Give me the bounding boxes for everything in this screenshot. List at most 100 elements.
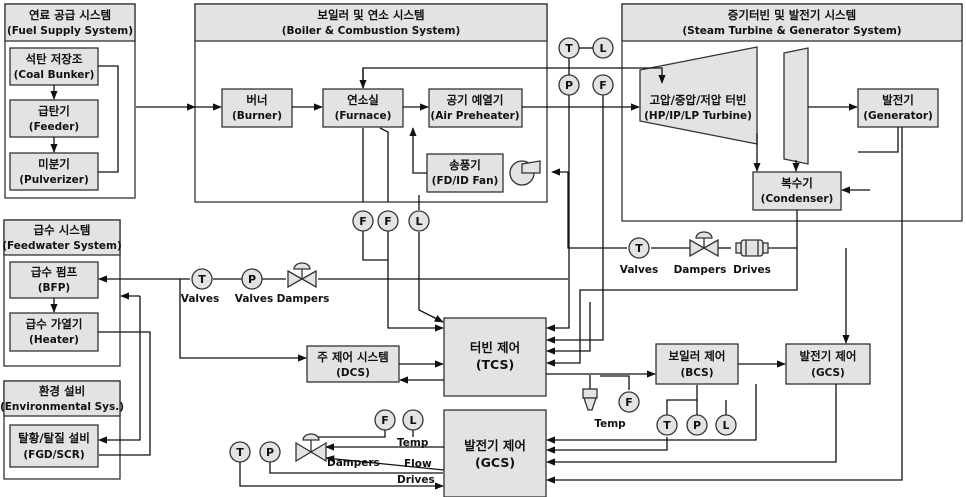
generator-return-line [858, 127, 899, 153]
inst-label-t-right: T [635, 242, 643, 255]
f-temp-line [600, 375, 630, 390]
p-gcs-line [269, 462, 443, 474]
feedwater-title-en: (Feedwater System) [2, 240, 122, 252]
bfp-en: (BFP) [38, 282, 70, 294]
coal-bunker-ko: 석탄 저장조 [26, 52, 83, 66]
instrument-f-boiler-1 [352, 210, 374, 232]
furnace-box [322, 88, 404, 128]
inst-label-t-feed: T [198, 273, 206, 286]
tcs-box [443, 317, 547, 397]
burner-ko: 버너 [246, 93, 267, 107]
inst-label-l-gcs: L [409, 414, 416, 427]
generator-en: (Generator) [863, 110, 933, 122]
bfp-ko: 급수 펌프 [31, 265, 78, 279]
arrow-bus-tcs [546, 302, 591, 355]
tcs-ko: 터빈 제어 [470, 340, 520, 355]
fan-box [426, 153, 504, 193]
f-gcs-line [313, 430, 386, 438]
fuel-system-title-ko: 연료 공급 시스템 [29, 8, 111, 22]
arrow-to-dcs [179, 279, 307, 362]
air-preheater-box [428, 88, 523, 128]
gcs-right-box [785, 343, 871, 385]
arrow-to-fgd [98, 296, 141, 444]
f2-riser [379, 127, 389, 202]
inst-label-f-top: F [599, 79, 607, 92]
turbine-system-title-en: (Steam Turbine & Generator System) [682, 25, 901, 37]
inst-label-p-bcs: P [693, 419, 701, 432]
gcs-main-ko: 발전기 제어 [464, 438, 526, 453]
fuel-return-line [98, 65, 119, 173]
label-valves-feed-2: Valves [235, 293, 273, 305]
label-drives-gcs: Drives [397, 474, 435, 486]
dcs-en: (DCS) [336, 367, 370, 379]
arrow-bcs-inst-gcs [546, 437, 668, 454]
label-valves-right: Valves [620, 264, 658, 276]
arrow-cond-tcs [546, 248, 798, 367]
instrument-f-top [592, 74, 614, 96]
dcs-box [306, 345, 400, 383]
fan-ko: 송풍기 [449, 158, 481, 172]
instrument-t-feed [191, 268, 213, 290]
bcs-ko: 보일러 제어 [669, 349, 726, 363]
environmental-title-en: (Environmental Sys.) [0, 401, 124, 413]
boiler-system-title-en: (Boiler & Combustion System) [282, 25, 461, 37]
instrument-p-feed [241, 268, 263, 290]
instrument-l-gcs [402, 409, 424, 431]
instrument-p-bcs [686, 414, 708, 436]
arrow-to-fan [551, 168, 627, 249]
coal-bunker-en: (Coal Bunker) [14, 69, 95, 81]
arrow-f-tcs [546, 95, 604, 344]
gcs-main-box [443, 409, 547, 497]
condenser-en: (Condenser) [761, 193, 834, 205]
label-temp-gcs: Temp [397, 437, 429, 449]
dcs-ko: 주 제어 시스템 [317, 350, 389, 364]
arrow-gcs-right-gcs [546, 384, 837, 466]
feeder-en: (Feeder) [29, 121, 79, 133]
drives-motor-icon [735, 239, 769, 257]
label-valves-feed-1: Valves [181, 293, 219, 305]
fan-en: (FD/ID Fan) [432, 175, 499, 187]
generator-ko: 발전기 [882, 93, 914, 107]
heater-en: (Heater) [29, 334, 79, 346]
label-dampers-feed: Dampers [277, 293, 330, 305]
fan-icon [509, 160, 541, 186]
instrument-t-gcs [229, 441, 251, 463]
label-drives-right: Drives [733, 264, 771, 276]
inst-label-p-feed: P [248, 273, 256, 286]
feedwater-title-ko: 급수 시스템 [34, 223, 91, 237]
label-temp-tcs: Temp [594, 418, 626, 430]
arrow-flow [325, 455, 445, 471]
instrument-f-boiler-2 [377, 210, 399, 232]
instrument-f-temp [618, 391, 640, 413]
valve-icon-gcs [295, 433, 327, 463]
generator-box [857, 88, 939, 128]
turbine-ko: 고압/중압/저압 터빈 [649, 93, 746, 107]
arrow-p-tcs [546, 95, 570, 332]
inst-label-f-boiler-1: F [359, 215, 367, 228]
arrow-bcs-gcs-main [546, 384, 757, 444]
tcs-en: (TCS) [476, 357, 514, 372]
inst-label-p-gcs: P [266, 446, 274, 459]
gcs-right-ko: 발전기 제어 [800, 349, 857, 363]
pulverizer-en: (Pulverizer) [19, 174, 89, 186]
instrument-f-gcs [374, 409, 396, 431]
temp-sensor-icon [582, 388, 598, 411]
bcs-box [655, 343, 739, 385]
pulverizer-box [9, 152, 99, 191]
heater-box [9, 312, 99, 352]
inst-label-f-gcs: F [381, 414, 389, 427]
fgd-box [9, 424, 99, 468]
inst-label-t-bcs: T [663, 419, 671, 432]
instrument-l-boiler [408, 210, 430, 232]
condenser-ko: 복수기 [781, 176, 813, 190]
inst-label-t-gcs: T [236, 446, 244, 459]
arrow-drives [239, 462, 444, 490]
inst-label-p-top: P [565, 79, 573, 92]
feeder-ko: 급탄기 [38, 104, 70, 118]
inst-label-f-boiler-2: F [384, 215, 392, 228]
air-preheater-en: (Air Preheater) [430, 110, 519, 122]
label-dampers-right: Dampers [674, 264, 727, 276]
label-flow-gcs: Flow [404, 458, 432, 470]
heater-ko: 급수 가열기 [26, 317, 83, 331]
